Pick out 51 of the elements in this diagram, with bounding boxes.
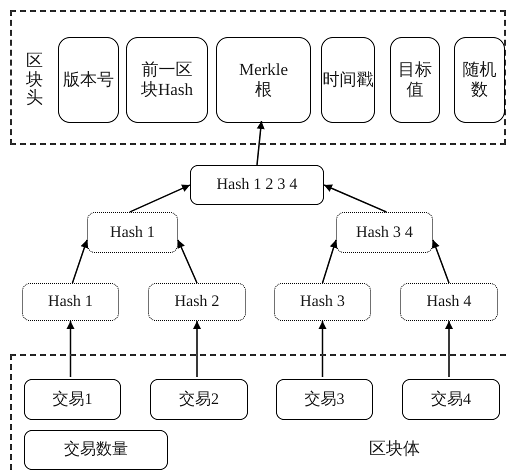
node-label: Hash 2: [174, 292, 220, 312]
merkle-root-hash-box: [190, 165, 324, 205]
header-field-box: [58, 37, 119, 123]
arrow: [72, 240, 88, 284]
arrow: [318, 321, 326, 377]
hash-box: [274, 283, 371, 321]
field-label: 随机数: [462, 60, 498, 100]
header-field-box: [321, 37, 375, 123]
hash-box: [336, 212, 433, 253]
region-label: 区块头: [26, 52, 43, 108]
field-label: 版本号: [62, 70, 115, 90]
node-label: 交易3: [304, 390, 344, 410]
arrow: [445, 321, 453, 377]
node-label: Hash 3: [300, 292, 345, 312]
block-header-region: [10, 10, 506, 145]
region-label: 区块体: [369, 438, 420, 460]
node-label: Hash 4: [426, 292, 472, 312]
arrow: [129, 184, 190, 213]
arrow: [322, 240, 338, 284]
node-label: Hash 1 2 3 4: [216, 175, 298, 195]
arrow: [177, 240, 198, 284]
hash-box: [22, 283, 119, 321]
header-field-box: [216, 37, 311, 123]
field-label: 前一区块Hash: [140, 60, 194, 100]
node-label: 交易4: [431, 390, 471, 410]
header-field-box: [390, 37, 440, 123]
arrow: [193, 321, 201, 377]
transaction-box: [150, 379, 248, 420]
hash-box: [87, 212, 178, 253]
field-label: 目标值: [397, 60, 433, 100]
node-label: 交易2: [179, 390, 219, 410]
transaction-count-box: [24, 430, 168, 470]
transaction-box: [24, 379, 121, 420]
arrow: [432, 240, 450, 284]
node-label: Hash 1: [48, 292, 93, 312]
header-field-box: [454, 37, 505, 123]
node-label: 交易数量: [64, 440, 128, 460]
hash-box: [148, 283, 246, 321]
hash-box: [400, 283, 498, 321]
field-label: Merkle根: [238, 60, 290, 100]
node-label: Hash 3 4: [356, 222, 413, 242]
arrow: [324, 184, 387, 213]
transaction-box: [402, 379, 500, 420]
arrow: [66, 321, 74, 377]
node-label: 交易1: [52, 390, 92, 410]
field-label: 时间戳: [322, 70, 374, 90]
header-field-box: [126, 37, 208, 123]
arrow: [256, 120, 265, 166]
transaction-box: [276, 379, 373, 420]
node-label: Hash 1: [110, 222, 155, 242]
block-body-region: [10, 354, 506, 470]
